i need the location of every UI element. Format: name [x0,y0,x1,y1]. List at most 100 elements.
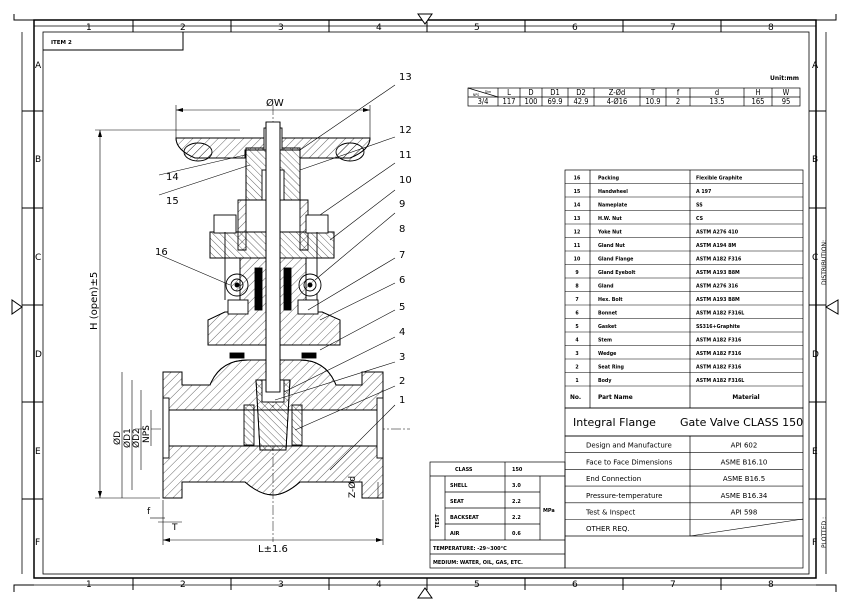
title-right: Gate Valve CLASS 150 [680,416,803,429]
dimension-arrows [98,108,383,542]
parts-row-name: Body [598,378,612,384]
standard-label: Design and Manufacture [586,442,672,450]
side-plotted: PLOTTED : [821,517,828,548]
parts-row-no: 15 [574,189,581,195]
col-label: 8 [768,23,774,33]
standard-value: API 602 [731,442,758,450]
dim-cell: 13.5 [709,97,724,106]
class-value: 150 [512,467,523,473]
balloon-4: 4 [399,327,405,338]
balloon-13: 13 [399,72,412,83]
parts-row-name: Gland Flange [598,257,633,263]
balloon-12: 12 [399,125,412,136]
dim-height: H (open)±5 [89,272,100,330]
diag-bottom: NPS [473,93,479,97]
row-label: F [35,538,40,548]
col-label: 4 [376,23,382,33]
grid-labels: 1 2 3 4 5 6 7 8 1 2 3 4 5 6 7 8 A B C D … [35,23,828,590]
parts-row-name: Bonnet [598,311,618,317]
dim-nps: NPS [142,425,152,443]
parts-row-material: ASTM A182 F316L [696,311,744,317]
dim-length: L±1.6 [258,544,288,555]
test-row-value: 2.2 [512,515,521,521]
unit-label: Unit:mm [770,75,799,82]
dim-header: H [755,88,760,97]
standard-label: Face to Face Dimensions [586,458,673,466]
standard-value: ASME B16.34 [721,492,768,500]
col-label: 5 [474,23,480,33]
col-label: 2 [180,23,186,33]
dim-header: D1 [550,88,560,97]
dim-header: L [507,88,511,97]
parts-row-material: SS316+Graphite [696,324,740,330]
sheet-frame [11,13,839,599]
col-label: 7 [670,580,676,590]
parts-row-name: Gland Eyebolt [598,270,636,276]
dim-cell: 3/4 [478,97,489,106]
test-row-label: SHELL [450,483,468,489]
parts-header-material: Material [732,393,759,401]
balloon-16: 16 [155,247,168,258]
diag-top: Dim [485,90,491,94]
col-label: 6 [572,23,578,33]
parts-row-material: ASTM A276 316 [696,284,739,290]
dim-header: D2 [576,88,586,97]
item-label: ITEM 2 [51,40,72,46]
col-label: 2 [180,580,186,590]
col-label: 3 [278,23,284,33]
parts-row-no: 13 [574,216,581,222]
dim-header: W [783,88,790,97]
parts-row-material: ASTM A182 F316 [696,257,742,263]
dim-cell: 165 [752,97,765,106]
standard-value: ASME B16.10 [721,458,768,466]
title-left: Integral Flange [573,416,656,429]
row-label: E [812,447,818,457]
parts-row-name: Seat Ring [598,365,625,371]
temperature: TEMPERATURE: -29~300°C [433,546,507,552]
balloon-1: 1 [399,395,405,406]
dimensions-table: Unit:mm Dim NPS L D D1 D2 Z-Ød T f d H W… [467,75,801,107]
dim-cell: 42.9 [573,97,588,106]
dim-header: D [528,88,533,97]
valve-section-drawing [135,105,410,542]
parts-row-no: 7 [575,297,578,303]
balloon-8: 8 [399,224,405,235]
parts-row-material: Flexible Graphite [696,176,742,182]
dim-header: T [650,88,656,97]
balloon-11: 11 [399,150,412,161]
row-label: C [35,253,41,263]
parts-row-name: Nameplate [598,203,627,209]
dim-od1: ØD1 [122,428,133,448]
test-row-value: 3.0 [512,483,521,489]
balloon-7: 7 [399,250,405,261]
parts-row-name: Gasket [598,324,617,330]
test-row-label: AIR [450,531,460,537]
parts-row-no: 4 [575,338,579,344]
standard-value: ASME B16.5 [723,475,765,483]
row-label: E [35,447,41,457]
standard-label: Test & Inspect [585,509,635,517]
test-unit: MPa [543,508,555,514]
parts-row-no: 8 [575,284,579,290]
parts-row-no: 2 [575,365,578,371]
dim-header: d [715,88,719,97]
dim-f: f [147,507,151,517]
parts-row-name: Stem [598,338,612,344]
dim-od2: ØD2 [131,428,142,448]
dim-width: ØW [266,97,284,109]
test-row-label: BACKSEAT [450,515,479,521]
class-label: CLASS [455,467,473,473]
row-label: B [35,155,41,165]
balloon-10: 10 [399,175,412,186]
col-label: 7 [670,23,676,33]
dim-bolt: Z-Ød [347,476,358,498]
dim-cell: 69.9 [547,97,562,106]
col-label: 1 [86,580,92,590]
parts-row-material: ASTM A194 8M [696,243,736,249]
parts-row-material: A 197 [696,189,711,195]
parts-row-material: ASTM A193 B8M [696,297,740,303]
col-label: 4 [376,580,382,590]
parts-row-material: ASTM A182 F316 [696,365,742,371]
parts-row-no: 9 [575,270,579,276]
test-label: TEST [435,514,441,528]
